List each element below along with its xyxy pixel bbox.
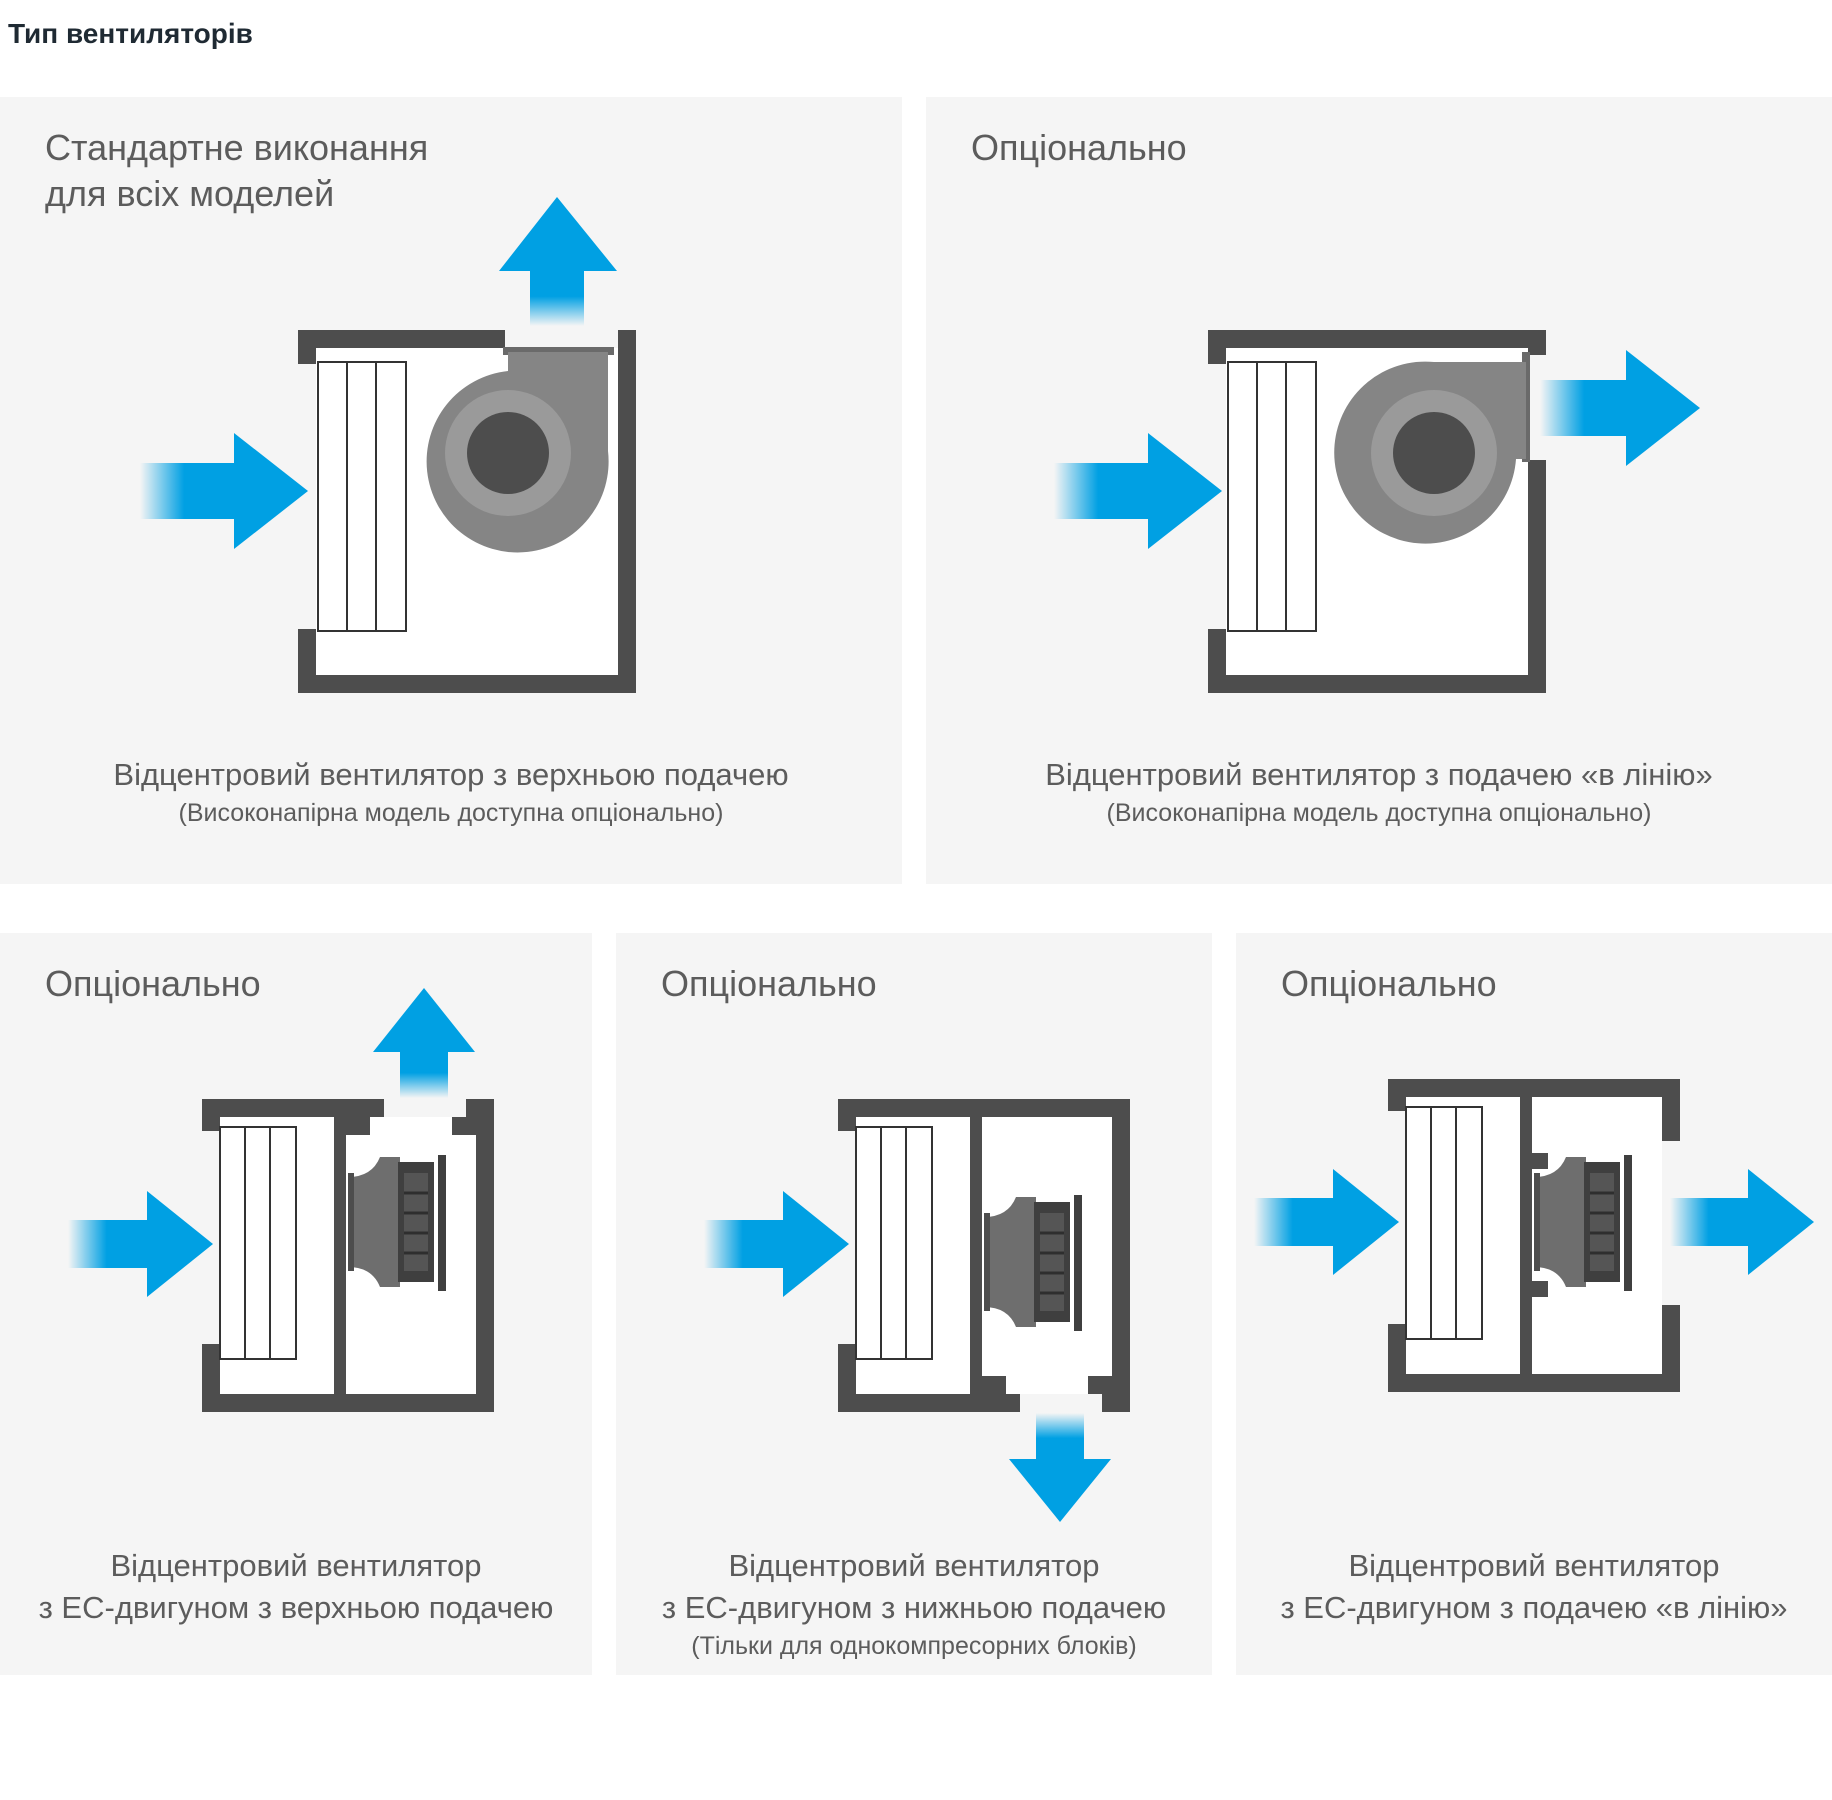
panel-caption: Відцентровий вентилятор з ЕС-двигуном з …: [0, 1545, 592, 1629]
air-outlet-up-arrow-icon: [373, 988, 475, 1098]
panel-caption: Відцентровий вентилятор з подачею «в лін…: [926, 754, 1832, 830]
panel-ec-bottom-discharge: Опціонально: [616, 933, 1212, 1675]
panel-title: Опціонально: [45, 963, 261, 1004]
filter-icon: [1405, 1106, 1483, 1340]
ec-fan-icon: [348, 1155, 446, 1291]
page-title: Тип вентиляторів: [8, 18, 253, 49]
panel-title: Опціонально: [1281, 963, 1497, 1004]
air-inlet-arrow-icon: [140, 433, 308, 549]
ec-fan-bottom-diagram: [704, 1099, 1130, 1522]
centrifugal-fan-icon: [1334, 352, 1530, 544]
panel-title: Стандартне виконання для всіх моделей: [45, 127, 429, 214]
panel-caption: Відцентровий вентилятор з ЕС-двигуном з …: [616, 1545, 1212, 1663]
air-outlet-down-arrow-icon: [1009, 1413, 1111, 1522]
caption-note: (Високонапірна модель доступна опціональ…: [1106, 799, 1652, 827]
filter-icon: [219, 1126, 297, 1360]
ec-fan-icon: [984, 1195, 1082, 1331]
caption-main: Відцентровий вентилятор з верхньою подач…: [113, 757, 789, 792]
ec-fan-icon: [1534, 1155, 1632, 1291]
air-outlet-right-arrow-icon: [1670, 1169, 1814, 1275]
centrifugal-fan-icon: [426, 347, 614, 553]
caption-note: (Тільки для однокомпресорних блоків): [691, 1632, 1137, 1660]
filter-icon: [317, 361, 407, 632]
filter-icon: [855, 1126, 933, 1360]
panel-standard-top-discharge: Стандартне виконання для всіх моделей: [0, 97, 902, 884]
air-inlet-arrow-icon: [1054, 433, 1222, 549]
air-inlet-arrow-icon: [68, 1191, 213, 1297]
centrifugal-top-diagram: [140, 197, 636, 693]
caption-main: Відцентровий вентилятор з ЕС-двигуном з …: [661, 1548, 1167, 1625]
caption-note: (Високонапірна модель доступна опціональ…: [178, 799, 724, 827]
ec-fan-inline-diagram: [1254, 1079, 1814, 1392]
filter-icon: [1227, 361, 1317, 632]
caption-main: Відцентровий вентилятор з ЕС-двигуном з …: [1280, 1548, 1788, 1625]
panel-title: Опціонально: [661, 963, 877, 1004]
panel-inline-discharge: Опціонально Відцентровий вентиля: [926, 97, 1832, 884]
caption-main: Відцентровий вентилятор з ЕС-двигуном з …: [38, 1548, 554, 1625]
air-inlet-arrow-icon: [704, 1191, 849, 1297]
centrifugal-inline-diagram: [1054, 330, 1700, 693]
panel-ec-top-discharge: Опціонально: [0, 933, 592, 1675]
air-inlet-arrow-icon: [1254, 1169, 1399, 1275]
ec-fan-top-diagram: [68, 988, 494, 1412]
air-outlet-up-arrow-icon: [499, 197, 617, 326]
panel-caption: Відцентровий вентилятор з ЕС-двигуном з …: [1236, 1545, 1832, 1629]
air-outlet-right-arrow-icon: [1540, 350, 1700, 466]
caption-main: Відцентровий вентилятор з подачею «в лін…: [1045, 757, 1713, 792]
panel-ec-inline-discharge: Опціонально: [1236, 933, 1832, 1675]
panel-caption: Відцентровий вентилятор з верхньою подач…: [0, 754, 902, 830]
panel-title: Опціонально: [971, 127, 1187, 168]
